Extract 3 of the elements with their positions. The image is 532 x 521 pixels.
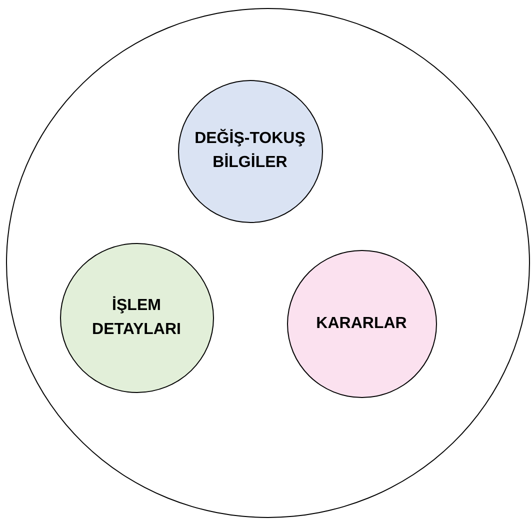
circle-label: İŞLEM DETAYLARI <box>91 295 182 340</box>
circle-label: KARARLAR <box>316 314 407 334</box>
circle-label: DEĞİŞ-TOKUŞ BİLGİLER <box>194 128 306 173</box>
